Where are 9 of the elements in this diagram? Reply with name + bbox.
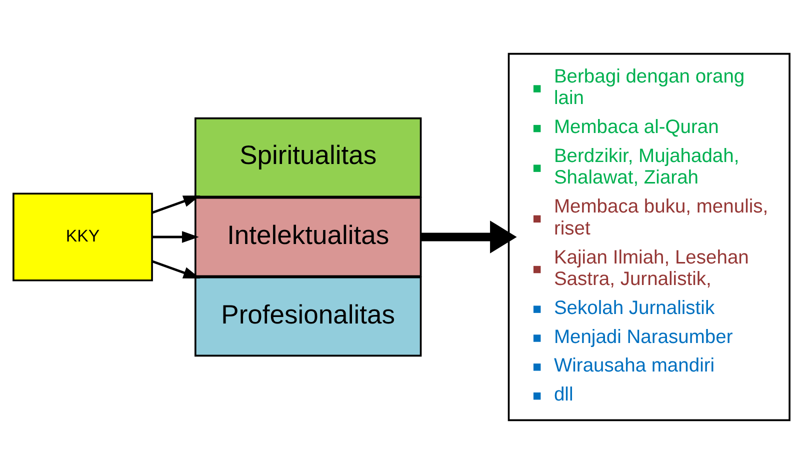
- arrow: [152, 230, 199, 242]
- node-box: Spiritualitas: [194, 116, 422, 198]
- node-box: Berbagi dengan orang lain Membaca al-Quran Berdzikir, Mujahadah, Shalawat, Ziarah Membaca buku, menulis, riset Kajian Ilmiah, Lesehan Sastra, Jurnalistik, Sekolah Jurnalistik Menjadi Narasumber Wirausaha mandiri dll: [508, 52, 790, 421]
- arrow: [152, 195, 200, 214]
- node-box: KKY: [12, 192, 153, 281]
- arrow: [152, 260, 200, 278]
- arrow: [421, 220, 517, 253]
- node-box: Profesionalitas: [194, 276, 422, 356]
- node-box: Intelektualitas: [194, 196, 422, 277]
